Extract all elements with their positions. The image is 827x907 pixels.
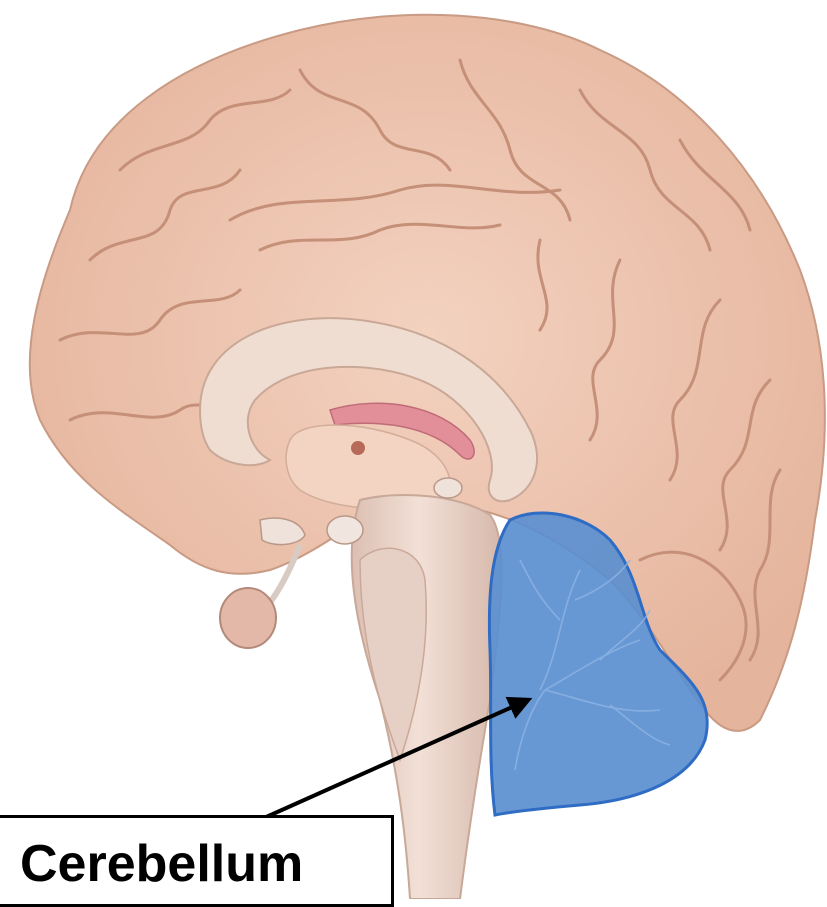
thalamic-spot [351,441,365,455]
mammillary-body [327,516,363,544]
pituitary-gland [220,588,276,648]
cerebellum-label: Cerebellum [20,838,303,890]
pineal-gland [434,478,462,498]
